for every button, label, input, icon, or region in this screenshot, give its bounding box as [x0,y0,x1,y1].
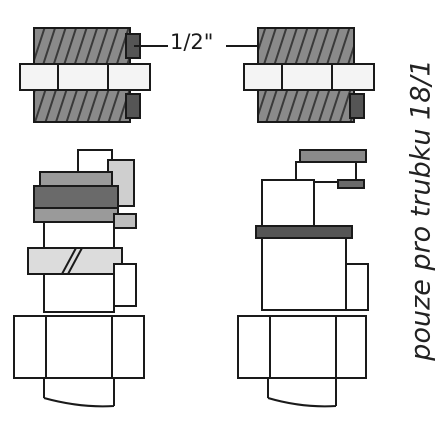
right-hex-nut [243,63,375,91]
side-caption: pouze pro trubku 18/1 [405,59,437,361]
right-fitting [237,27,375,408]
left-seal-ring [33,185,119,209]
left-bottom-nut [13,315,145,379]
right-lower-thread [257,89,355,123]
right-top-thread [257,27,355,65]
left-fitting [13,27,151,408]
left-pipe [43,378,115,408]
left-lower-thread [33,89,131,123]
left-hex-nut [19,63,151,91]
dimension-label: 1/2" [170,30,214,54]
right-bottom-nut [237,315,367,379]
right-pipe [267,378,337,408]
right-seal-ring [255,225,353,239]
left-top-thread [33,27,131,65]
